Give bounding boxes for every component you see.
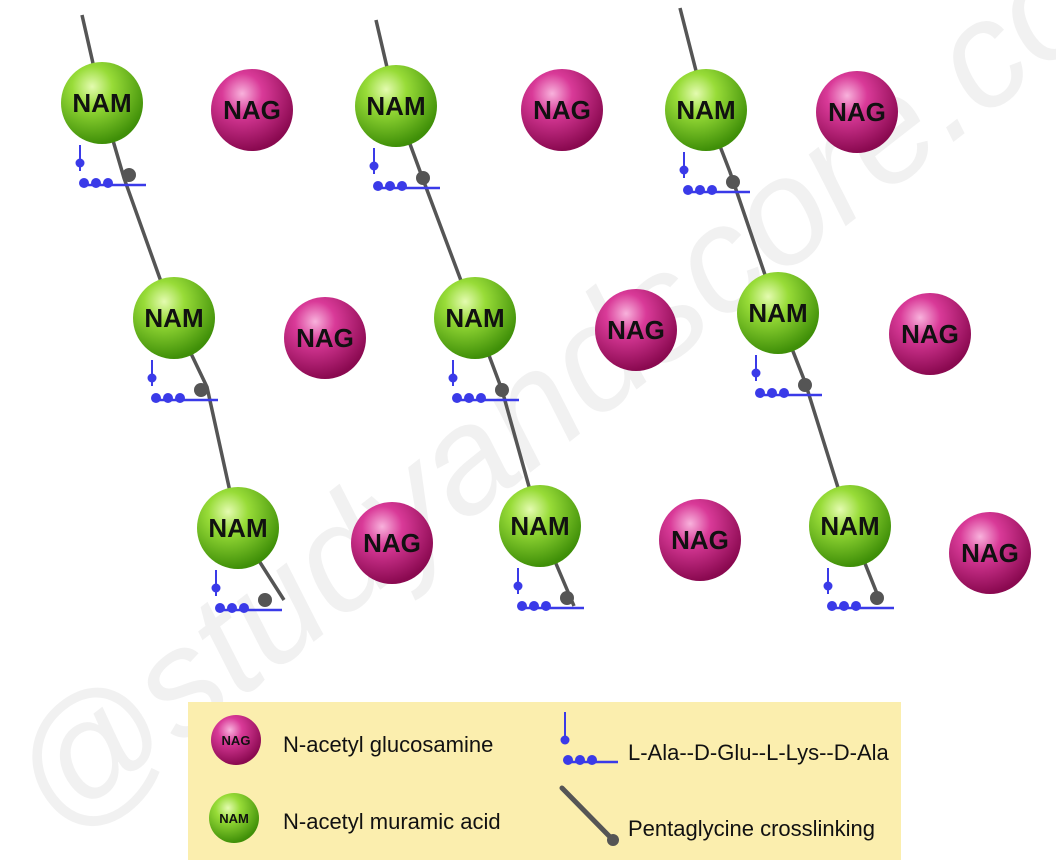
crosslink-knob [495, 383, 509, 397]
nag-label: NAG [363, 528, 421, 558]
tetrapeptide-chain [147, 360, 218, 403]
nag-sphere [284, 297, 366, 379]
nam-sphere [133, 277, 215, 359]
nag-label: NAG [828, 97, 886, 127]
nag-unit: NAG [211, 69, 293, 151]
legend-nag-text: N-acetyl glucosamine [283, 732, 493, 757]
nam-unit: NAM [499, 485, 581, 567]
nag-label: NAG [961, 538, 1019, 568]
nag-unit: NAG [284, 297, 366, 379]
nag-sphere [659, 499, 741, 581]
nag-sphere [889, 293, 971, 375]
tetrapeptide-chains [75, 145, 894, 613]
nag-unit: NAG [595, 289, 677, 371]
nag-sphere [595, 289, 677, 371]
nag-unit: NAG [351, 502, 433, 584]
nam-sphere [809, 485, 891, 567]
crosslink-knob [122, 168, 136, 182]
nag-unit: NAG [816, 71, 898, 153]
nam-sphere [665, 69, 747, 151]
legend-crosslink-text: Pentaglycine crosslinking [628, 816, 875, 841]
nag-sphere [351, 502, 433, 584]
tetrapeptide-chain [75, 145, 146, 188]
nam-label: NAM [208, 513, 267, 543]
nam-unit: NAM [737, 272, 819, 354]
tetrapeptide-chain [751, 355, 822, 398]
tetrapeptide-chain [679, 152, 750, 195]
glycan-backbones [18, 106, 1053, 545]
nam-unit: NAM [355, 65, 437, 147]
nam-sphere [737, 272, 819, 354]
tetrapeptide-chain [513, 568, 584, 611]
crosslink-knob [798, 378, 812, 392]
tetrapeptide-chain [448, 360, 519, 403]
legend-peptide-icon [560, 712, 618, 765]
crosslink-knob [726, 175, 740, 189]
nag-label: NAG [533, 95, 591, 125]
nam-label: NAM [748, 298, 807, 328]
nam-unit: NAM [197, 487, 279, 569]
legend: NAG N-acetyl glucosamine NAM N-acetyl mu… [188, 702, 901, 860]
tetrapeptide-chain [211, 570, 282, 613]
nam-unit: NAM [665, 69, 747, 151]
nag-label: NAG [223, 95, 281, 125]
nag-sphere [521, 69, 603, 151]
nag-unit: NAG [521, 69, 603, 151]
legend-nag-icon-label: NAG [222, 733, 251, 748]
nam-label: NAM [820, 511, 879, 541]
legend-crosslink-icon [559, 785, 619, 846]
crosslink-knob [870, 591, 884, 605]
nam-sphere [61, 62, 143, 144]
nam-unit: NAM [434, 277, 516, 359]
legend-nam-text: N-acetyl muramic acid [283, 809, 501, 834]
nam-sphere [499, 485, 581, 567]
nag-unit: NAG [659, 499, 741, 581]
nag-unit: NAG [949, 512, 1031, 594]
tetrapeptide-chain [823, 568, 894, 611]
legend-nag-icon: NAG [211, 715, 261, 765]
legend-nam-icon-label: NAM [219, 811, 249, 826]
nag-label: NAG [296, 323, 354, 353]
nag-sphere [211, 69, 293, 151]
legend-nam-icon: NAM [209, 793, 259, 843]
crosslink-knob [194, 383, 208, 397]
nam-unit: NAM [61, 62, 143, 144]
crosslink-knob [416, 171, 430, 185]
nag-label: NAG [671, 525, 729, 555]
nag-unit: NAG [889, 293, 971, 375]
crosslink-knob [258, 593, 272, 607]
nam-label: NAM [510, 511, 569, 541]
nam-label: NAM [366, 91, 425, 121]
nam-unit: NAM [809, 485, 891, 567]
nam-sphere [434, 277, 516, 359]
nag-label: NAG [901, 319, 959, 349]
legend-box [188, 702, 901, 860]
nag-sphere [816, 71, 898, 153]
nam-sphere [355, 65, 437, 147]
nam-unit: NAM [133, 277, 215, 359]
tetrapeptide-chain [369, 148, 440, 191]
nag-label: NAG [607, 315, 665, 345]
legend-peptide-text: L-Ala--D-Glu--L-Lys--D-Ala [628, 740, 890, 765]
crosslink-knob [560, 591, 574, 605]
sugar-units: NAM NAG NAM NAG NAM NAG NAM NAG NAM NAG NAM NAG NAM N… [61, 62, 1031, 594]
nam-sphere [197, 487, 279, 569]
nam-label: NAM [445, 303, 504, 333]
nam-label: NAM [676, 95, 735, 125]
nam-label: NAM [144, 303, 203, 333]
nam-label: NAM [72, 88, 131, 118]
nag-sphere [949, 512, 1031, 594]
